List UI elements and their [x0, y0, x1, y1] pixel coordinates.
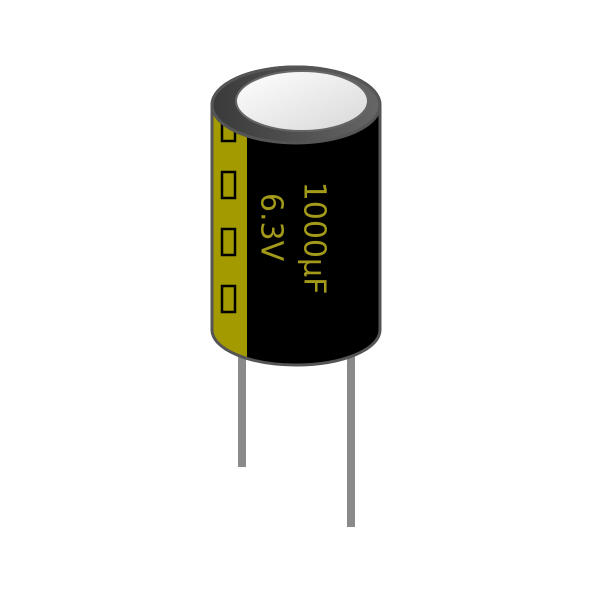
polarity-mark	[220, 284, 237, 314]
capacitor-body	[210, 65, 382, 367]
capacitance-label: 1000µF	[297, 182, 332, 295]
top-cap	[235, 70, 369, 132]
polarity-mark	[220, 170, 237, 200]
lead-right	[347, 355, 355, 527]
voltage-label: 6.3V	[254, 193, 289, 262]
capacitor-top	[210, 65, 382, 145]
lead-left	[238, 355, 246, 467]
polarity-mark	[220, 227, 237, 257]
